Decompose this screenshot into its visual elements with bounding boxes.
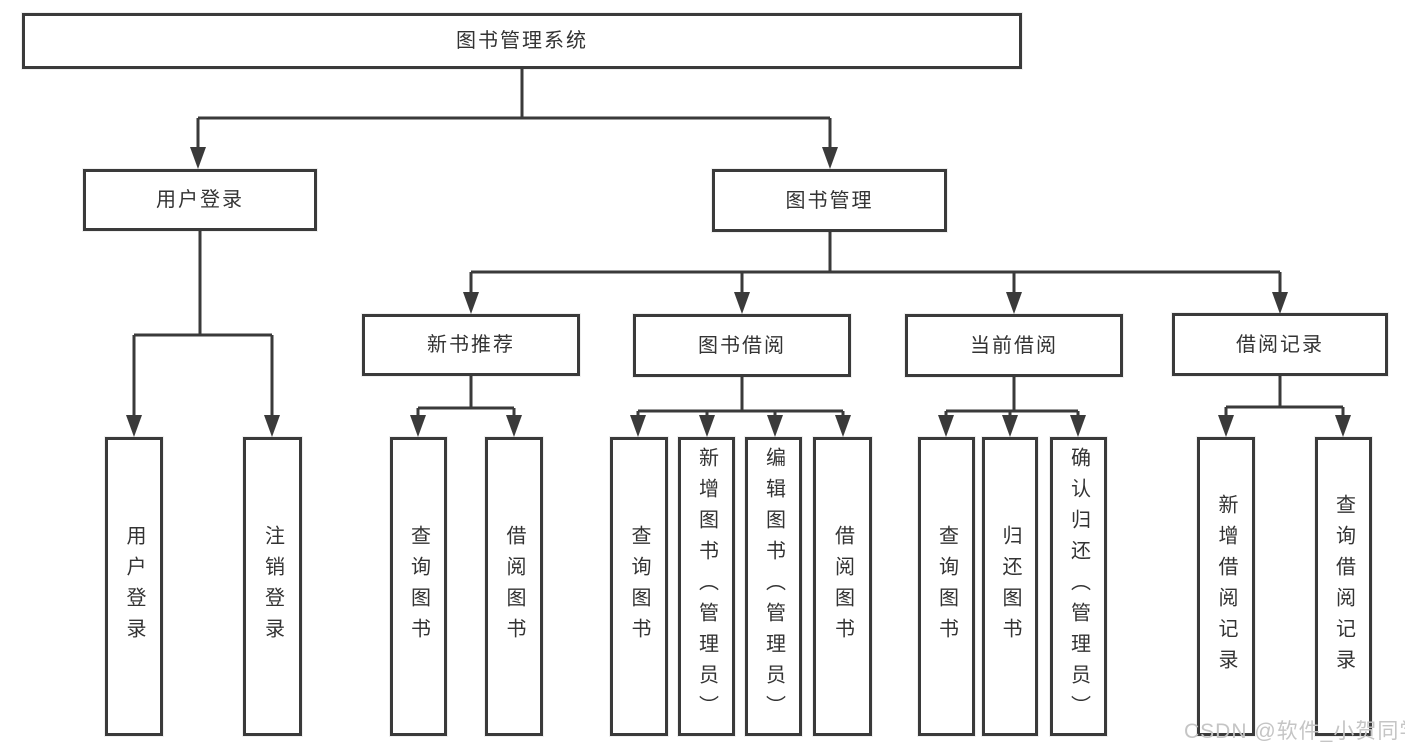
arrow-down-icon [1002, 415, 1018, 437]
node-label: 图书管理系统 [456, 30, 588, 52]
arrow-down-icon [835, 415, 851, 437]
leaf-label: 归还图书 [999, 524, 1021, 649]
leaf-user-login: 用户登录 [105, 437, 163, 736]
leaf-label: 注销登录 [261, 524, 284, 649]
arrow-down-icon [506, 415, 522, 437]
arrow-down-icon [938, 415, 954, 437]
node-book-borrowing: 图书借阅 [633, 314, 851, 377]
leaf-logout: 注销登录 [243, 437, 302, 736]
leaf-label: 查询图书 [935, 524, 958, 649]
arrow-down-icon [1218, 415, 1234, 437]
arrow-down-icon [699, 415, 715, 437]
leaf-confirm-return-admin: 确认归还（管理员） [1050, 437, 1107, 736]
arrow-down-icon [264, 415, 280, 437]
edge-newbook-to-leaves [416, 376, 516, 416]
leaf-edit-books-admin: 编辑图书（管理员） [745, 437, 802, 736]
arrow-down-icon [1272, 292, 1288, 314]
arrow-down-icon [410, 415, 426, 437]
leaf-add-borrow-record: 新增借阅记录 [1197, 437, 1255, 736]
leaf-label: 确认归还（管理员） [1067, 447, 1090, 726]
leaf-label: 新增图书（管理员） [695, 447, 718, 726]
leaf-label: 用户登录 [123, 524, 145, 649]
leaf-query-books: 查询图书 [918, 437, 975, 736]
arrow-down-icon [126, 415, 142, 437]
leaf-query-books: 查询图书 [610, 437, 668, 736]
arrow-down-icon [630, 415, 646, 437]
leaf-query-books: 查询图书 [390, 437, 447, 736]
node-label: 新书推荐 [427, 334, 515, 356]
leaf-borrow-books: 借阅图书 [485, 437, 543, 736]
node-borrowing-records: 借阅记录 [1172, 313, 1388, 376]
node-new-book-recommendation: 新书推荐 [362, 314, 580, 376]
node-label: 用户登录 [156, 189, 244, 211]
node-label: 借阅记录 [1236, 333, 1324, 356]
leaf-label: 编辑图书（管理员） [762, 447, 785, 726]
arrow-down-icon [734, 292, 750, 314]
node-book-management: 图书管理 [712, 169, 947, 232]
arrow-down-icon [1335, 415, 1351, 437]
leaf-label: 查询图书 [628, 524, 650, 649]
leaf-label: 查询图书 [407, 524, 430, 649]
node-user-login: 用户登录 [83, 169, 317, 231]
edge-currentborrow-to-leaves [944, 377, 1080, 416]
node-label: 当前借阅 [970, 334, 1058, 357]
arrow-down-icon [463, 292, 479, 314]
leaf-borrow-books: 借阅图书 [813, 437, 872, 736]
node-current-borrowing: 当前借阅 [905, 314, 1123, 377]
edge-bookborrow-to-leaves [636, 377, 845, 416]
csdn-watermark: CSDN @软件_小贺同学 [1184, 720, 1405, 743]
arrow-down-icon [1070, 415, 1086, 437]
edge-bookmgmt-to-level3 [469, 232, 1282, 293]
leaf-label: 新增借阅记录 [1215, 493, 1237, 680]
edge-borrowrecord-to-leaves [1224, 376, 1345, 416]
arrow-down-icon [1006, 292, 1022, 314]
arrow-down-icon [190, 147, 206, 169]
leaf-add-books-admin: 新增图书（管理员） [678, 437, 735, 736]
leaf-query-borrow-record: 查询借阅记录 [1315, 437, 1372, 736]
leaf-return-books: 归还图书 [982, 437, 1038, 736]
leaf-label: 借阅图书 [831, 524, 854, 649]
node-library-system: 图书管理系统 [22, 13, 1022, 69]
leaf-label: 借阅图书 [503, 524, 525, 649]
arrow-down-icon [767, 415, 783, 437]
node-label: 图书管理 [785, 189, 874, 212]
arrow-down-icon [822, 147, 838, 169]
node-label: 图书借阅 [698, 334, 786, 357]
leaf-label: 查询借阅记录 [1332, 493, 1355, 680]
edge-root-to-level2 [196, 69, 832, 148]
edge-userlogin-to-leaves [132, 231, 274, 416]
